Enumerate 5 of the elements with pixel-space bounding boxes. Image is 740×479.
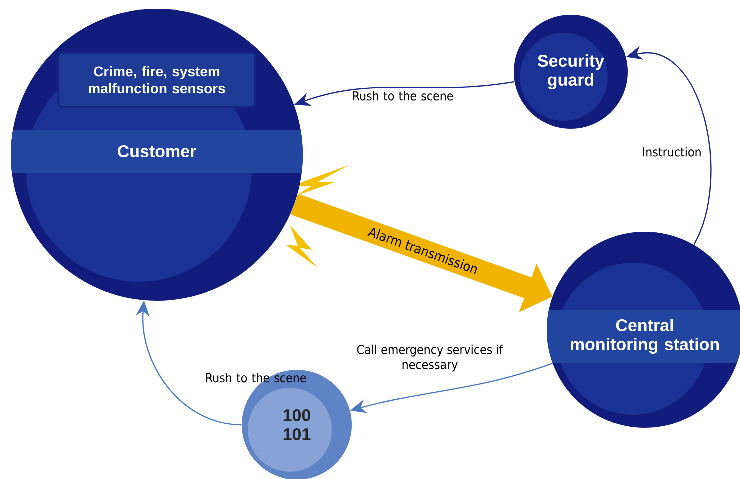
edge-label: Instruction <box>643 147 701 157</box>
edge-label: Call emergency services if necessary <box>357 344 504 372</box>
sensor-box: Crime, fire, system malfunction sensors <box>58 52 256 108</box>
edge-label: Rush to the scene <box>353 91 454 101</box>
edge-label: Rush to the scene <box>206 373 306 383</box>
